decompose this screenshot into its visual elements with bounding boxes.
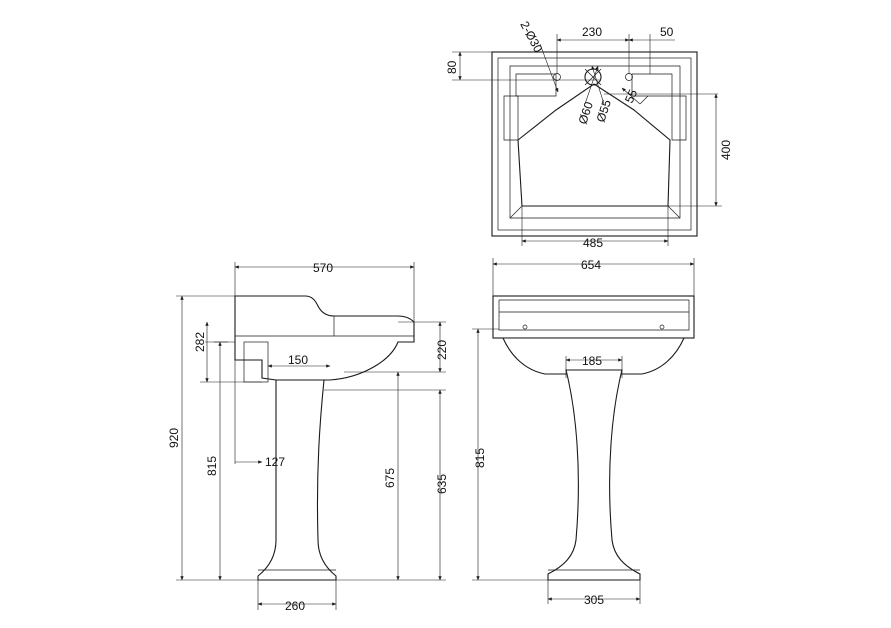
top-view: 2-Ø30 230 50 80 Ø60 Ø55 55 400 485: [445, 19, 733, 250]
dim-50-label: 50: [660, 25, 674, 39]
front-view: 654 185 815 305: [472, 258, 695, 607]
dim-127-label: 127: [265, 455, 285, 469]
dim-260-label: 260: [285, 599, 305, 613]
dim-635-label: 635: [435, 474, 449, 494]
dim-55b-label: 55: [622, 87, 640, 105]
dim-60-label: Ø60: [576, 100, 596, 126]
dim-485-label: 485: [583, 236, 603, 250]
pedestal-front: [547, 369, 641, 581]
dim-220-label: 220: [435, 340, 449, 360]
dim-815-side-label: 815: [205, 456, 219, 476]
bowl-front: [502, 337, 685, 375]
dim-holes-label: 2-Ø30: [517, 19, 545, 55]
dim-185-label: 185: [582, 354, 602, 368]
basin-outline-top: [491, 51, 698, 237]
dim-230-label: 230: [582, 25, 602, 39]
dim-654-label: 654: [581, 258, 601, 272]
dim-815-front-label: 815: [473, 448, 487, 468]
dim-55-label: Ø55: [594, 98, 614, 124]
dim-570-label: 570: [313, 261, 333, 275]
dim-80-label: 80: [445, 60, 459, 74]
bowl-outline: [517, 83, 671, 207]
dim-150-label: 150: [288, 353, 308, 367]
dim-400-label: 400: [719, 140, 733, 160]
dim-305-label: 305: [584, 593, 604, 607]
dim-675-label: 675: [383, 468, 397, 488]
dim-920-label: 920: [167, 428, 181, 448]
basin-front: [492, 295, 695, 339]
side-view: 570 282 150 220 920 815 127 675 635 260: [167, 261, 449, 613]
pedestal-side: [257, 379, 337, 581]
dim-282-label: 282: [193, 332, 207, 352]
basin-side: [234, 295, 415, 381]
